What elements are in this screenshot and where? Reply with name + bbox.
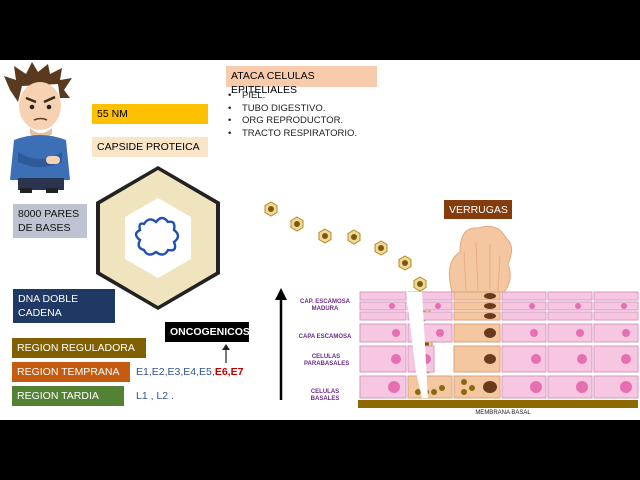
target-reproductive-organ: ORG REPRODUCTOR. <box>228 115 357 128</box>
target-respiratory-tract: TRACTO RESPIRATORIO. <box>228 128 357 141</box>
basal-layer <box>359 375 639 399</box>
virion-icon <box>290 216 304 232</box>
squamous-layer-label: CAPA ESCAMOSA <box>298 334 352 340</box>
virion-icon <box>264 201 278 217</box>
late-region-label: REGION TARDIA <box>12 386 124 406</box>
regulatory-region-label: REGION REGULADORA <box>12 338 146 358</box>
basal-membrane <box>358 400 638 408</box>
epithelial-cells-title: ATACA CELULAS EPITELIALES <box>226 66 377 96</box>
target-digestive-tract: TUBO DIGESTIVO. <box>228 103 357 116</box>
virion-icon <box>374 240 388 256</box>
parabasal-layer-label: CELULAS PARABASALES <box>304 354 350 367</box>
virion-icon <box>318 228 332 244</box>
basal-membrane-label: MEMBRANA BASAL <box>475 410 531 416</box>
virus-size-label: 55 NM <box>92 104 208 124</box>
squamous-layer <box>359 323 639 343</box>
slide: ATACA CELULAS EPITELIALES PIEL. TUBO DIG… <box>0 60 640 420</box>
virion-icon <box>347 229 361 245</box>
virus-capsid-diagram <box>96 166 220 310</box>
virion-icon <box>413 276 427 292</box>
late-genes: L1 , L2 . <box>136 390 174 402</box>
basal-layer-label: CELULAS BASALES <box>310 389 340 402</box>
maturation-up-arrow-icon <box>275 288 287 400</box>
warts-label: VERRUGAS <box>444 200 512 219</box>
target-skin: PIEL. <box>228 90 357 103</box>
parabasal-layer <box>359 345 639 373</box>
early-genes: E1,E2,E3,E4,E5,E6,E7 <box>136 366 243 378</box>
oncogenic-label: ONCOGENICOS <box>165 322 250 342</box>
genome-type-label: DNA DOBLE CADENA CIRCULAR <box>13 289 115 333</box>
capsid-label: CAPSIDE PROTEICA <box>92 137 208 157</box>
early-genes-oncogenic: E6,E7 <box>214 366 244 378</box>
early-region-label: REGION TEMPRANA <box>12 362 130 382</box>
mature-squamous-layer <box>359 291 639 321</box>
target-organs-list: PIEL. TUBO DIGESTIVO. ORG REPRODUCTOR. T… <box>228 90 357 140</box>
thinking-man-illustration <box>4 62 72 193</box>
mature-squamous-label: CAP. ESCAMOSA MADURA <box>300 299 350 312</box>
virion-icon <box>398 255 412 271</box>
early-genes-normal: E1,E2,E3,E4,E5, <box>136 366 215 378</box>
epithelium-diagram <box>358 225 639 408</box>
genome-size-label: 8000 PARES DE BASES <box>13 204 87 238</box>
oncogenic-up-arrow-icon <box>222 344 230 363</box>
